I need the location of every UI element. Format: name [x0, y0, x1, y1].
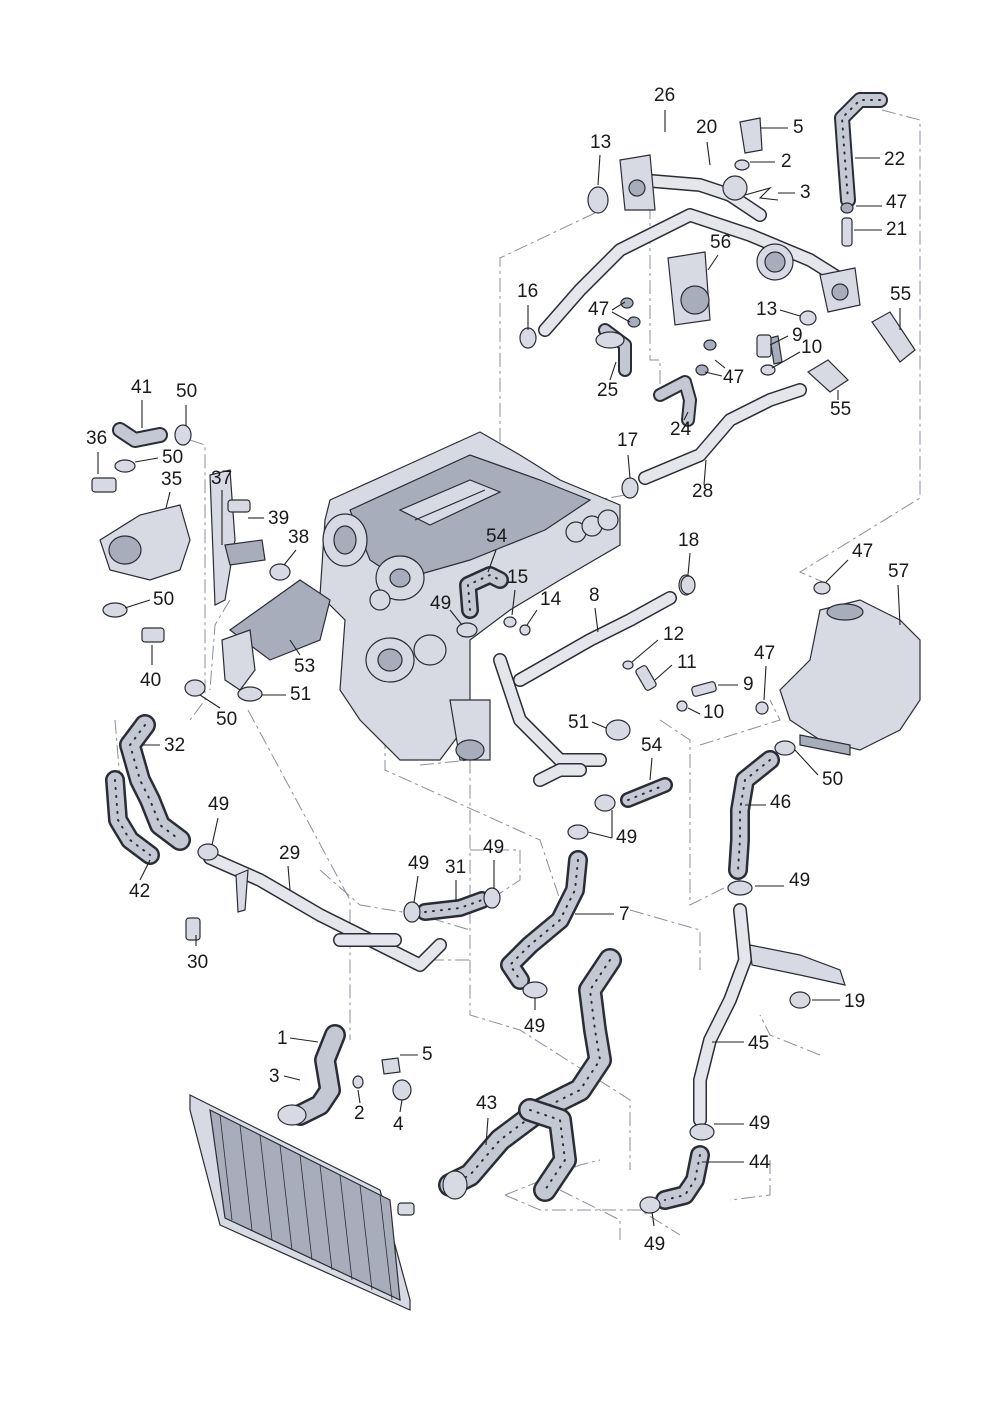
- label-37: 37: [211, 468, 232, 489]
- auxiliary-pump-assembly: [91, 469, 331, 691]
- radiator: [189, 1094, 415, 1311]
- coolant-pipe-45: [693, 903, 846, 1127]
- label-47-tank: 47: [852, 541, 873, 562]
- label-9-top: 9: [792, 325, 803, 346]
- label-5-top: 5: [793, 117, 804, 138]
- label-47-mid: 47: [723, 367, 744, 388]
- label-45: 45: [748, 1033, 769, 1054]
- label-4: 4: [393, 1114, 404, 1135]
- label-24: 24: [670, 419, 692, 440]
- label-49-engine: 49: [430, 593, 451, 614]
- label-5-bottom: 5: [422, 1044, 433, 1065]
- label-3-bottom: 3: [269, 1066, 280, 1087]
- small-hoses-top-right: [598, 92, 916, 427]
- small-fasteners-center: [595, 331, 772, 712]
- part-callouts: 26 20 5 2 3 22 13 47 21 56 16 47 13 9 10…: [86, 85, 911, 1255]
- hose-7: [500, 824, 589, 999]
- label-57: 57: [888, 561, 909, 582]
- label-47-upper-mid: 47: [588, 299, 609, 320]
- label-30: 30: [187, 952, 208, 973]
- label-51-left: 51: [290, 684, 311, 705]
- hose-32-42: [105, 714, 191, 865]
- label-36: 36: [86, 428, 107, 449]
- label-10-right: 10: [703, 702, 724, 723]
- label-49-right: 49: [789, 870, 810, 891]
- label-28: 28: [692, 481, 713, 502]
- label-22: 22: [884, 149, 905, 170]
- label-40: 40: [140, 670, 161, 691]
- label-25: 25: [597, 380, 618, 401]
- label-13-right: 13: [756, 299, 777, 320]
- label-32: 32: [164, 735, 185, 756]
- label-20: 20: [696, 117, 717, 138]
- label-50-left-4: 50: [216, 709, 237, 730]
- left-small-hoses: [102, 422, 263, 702]
- label-3-top: 3: [800, 182, 811, 203]
- label-44: 44: [749, 1152, 771, 1173]
- sensor-parts-top: [519, 117, 817, 596]
- hose-31: [403, 887, 501, 923]
- label-21: 21: [886, 219, 907, 240]
- hose-44: [639, 1123, 715, 1214]
- label-53: 53: [294, 656, 315, 677]
- label-49-center: 49: [616, 827, 637, 848]
- hose-46: [727, 740, 796, 896]
- label-26: 26: [654, 85, 675, 106]
- label-9-right: 9: [743, 674, 754, 695]
- label-41: 41: [131, 377, 152, 398]
- label-2-bottom: 2: [354, 1103, 365, 1124]
- label-13-top: 13: [590, 132, 611, 153]
- label-55-top: 55: [890, 284, 911, 305]
- expansion-tank: [755, 581, 921, 756]
- label-17: 17: [617, 430, 638, 451]
- label-15: 15: [507, 567, 528, 588]
- label-38: 38: [288, 527, 309, 548]
- coolant-pipe-8: [493, 591, 677, 787]
- label-31: 31: [445, 857, 466, 878]
- label-14: 14: [540, 589, 562, 610]
- coolant-pipe-29: [185, 843, 447, 972]
- label-46: 46: [770, 792, 791, 813]
- label-54-lower: 54: [641, 735, 663, 756]
- hose-43: [438, 948, 622, 1202]
- label-19: 19: [844, 991, 865, 1012]
- label-50-left-2: 50: [162, 447, 183, 468]
- label-55-mid: 55: [830, 399, 851, 420]
- label-50-left-3: 50: [153, 589, 174, 610]
- upper-coolant-pipe: [538, 154, 861, 337]
- label-47-right: 47: [754, 643, 775, 664]
- hose-1: [277, 1024, 412, 1126]
- label-39: 39: [268, 508, 289, 529]
- label-18: 18: [678, 530, 699, 551]
- label-8: 8: [589, 585, 600, 606]
- label-49-hose31-right: 49: [483, 837, 504, 858]
- label-12: 12: [663, 624, 684, 645]
- label-43: 43: [476, 1093, 497, 1114]
- label-50-top-left: 50: [176, 381, 197, 402]
- hose-54: [456, 566, 673, 812]
- label-49-bottom: 49: [644, 1234, 665, 1255]
- label-16: 16: [517, 281, 538, 302]
- label-2-top: 2: [781, 151, 792, 172]
- label-49-left: 49: [208, 794, 229, 815]
- assembly-reference-lines: [114, 109, 921, 1240]
- label-47-top-right: 47: [886, 192, 907, 213]
- label-54-top: 54: [486, 526, 508, 547]
- label-1: 1: [277, 1028, 288, 1049]
- label-49-hose31-left: 49: [408, 853, 429, 874]
- label-51-center: 51: [568, 712, 589, 733]
- label-50-right: 50: [822, 769, 843, 790]
- label-49-bottom-right: 49: [749, 1113, 770, 1134]
- label-10-top: 10: [801, 337, 822, 358]
- label-11: 11: [677, 652, 697, 673]
- label-35: 35: [161, 469, 182, 490]
- label-42: 42: [129, 881, 150, 902]
- coolant-pipe-28: [638, 383, 807, 485]
- label-49-hose7: 49: [524, 1016, 545, 1037]
- label-29: 29: [279, 843, 300, 864]
- label-7: 7: [619, 904, 630, 925]
- label-56: 56: [710, 232, 731, 253]
